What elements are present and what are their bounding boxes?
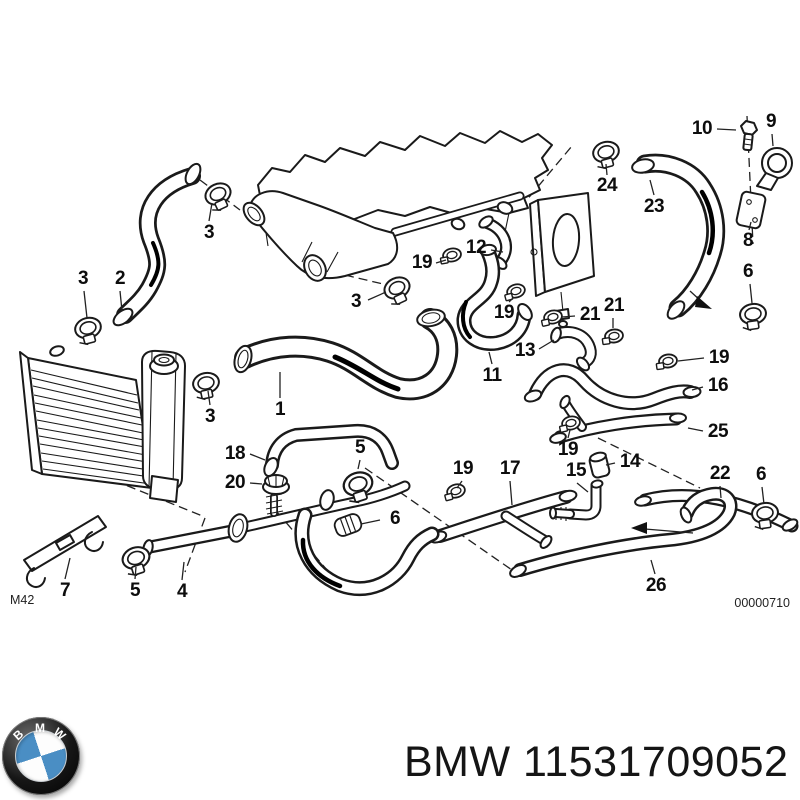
bmw-logo-letter-m: M bbox=[35, 721, 45, 735]
engine-block-drawing bbox=[242, 130, 553, 282]
flow-arrows bbox=[631, 290, 712, 534]
radiator-bracket-drawing bbox=[23, 515, 107, 588]
radiator-drawing bbox=[19, 345, 186, 503]
bmw-logo: B M W bbox=[2, 717, 80, 795]
mounting-plate-drawing bbox=[529, 192, 595, 328]
parts-diagram-drawing bbox=[19, 115, 799, 597]
hoses-drawing bbox=[112, 153, 799, 597]
clip-bolt-plate-drawing bbox=[735, 120, 793, 230]
part-number-text: BMW 11531709052 bbox=[404, 738, 789, 786]
leader-lines bbox=[64, 128, 774, 581]
drawing-code-m42: M42 bbox=[10, 593, 35, 607]
drawing-number: 00000710 bbox=[734, 596, 790, 610]
bmw-roundel-quadrants bbox=[15, 730, 67, 782]
connector-fittings-drawing bbox=[549, 451, 611, 521]
water-pipe-drawing bbox=[142, 423, 411, 557]
